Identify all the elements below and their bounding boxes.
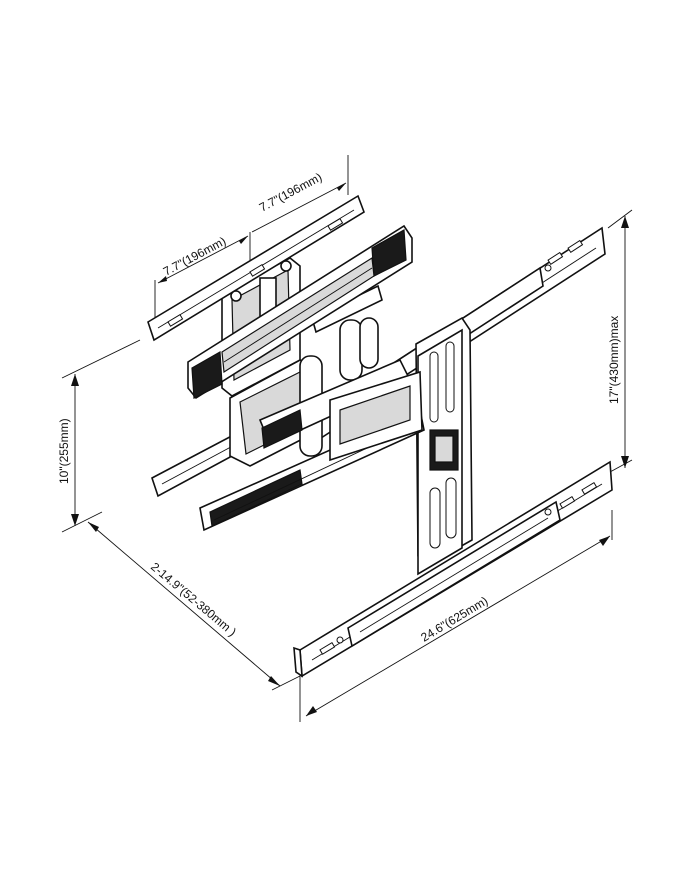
vesa-right-label: 7.7"(196mm) bbox=[257, 170, 324, 215]
vesa-left-dimension bbox=[154, 232, 251, 320]
vesa-right-dimension bbox=[251, 155, 349, 233]
vesa-left-label: 7.7"(196mm) bbox=[161, 234, 228, 279]
wall-rail-bottom bbox=[293, 460, 613, 678]
height-max-label: 17"(430mm)max bbox=[607, 316, 621, 404]
width-dimension bbox=[299, 510, 613, 722]
plate-height-dimension bbox=[61, 339, 141, 533]
extension-dimension bbox=[87, 521, 301, 691]
vesa-rail-top bbox=[147, 194, 365, 342]
plate-height-label: 10"(255mm) bbox=[57, 418, 71, 484]
height-max-dimension bbox=[607, 209, 633, 473]
wall-plate bbox=[415, 316, 473, 576]
vesa-crossbar bbox=[187, 224, 413, 400]
extension-label: 2-14.9"(52-380mm ) bbox=[148, 560, 239, 639]
pivot-assembly bbox=[229, 319, 423, 467]
width-label: 24.6"(625mm) bbox=[418, 594, 490, 645]
